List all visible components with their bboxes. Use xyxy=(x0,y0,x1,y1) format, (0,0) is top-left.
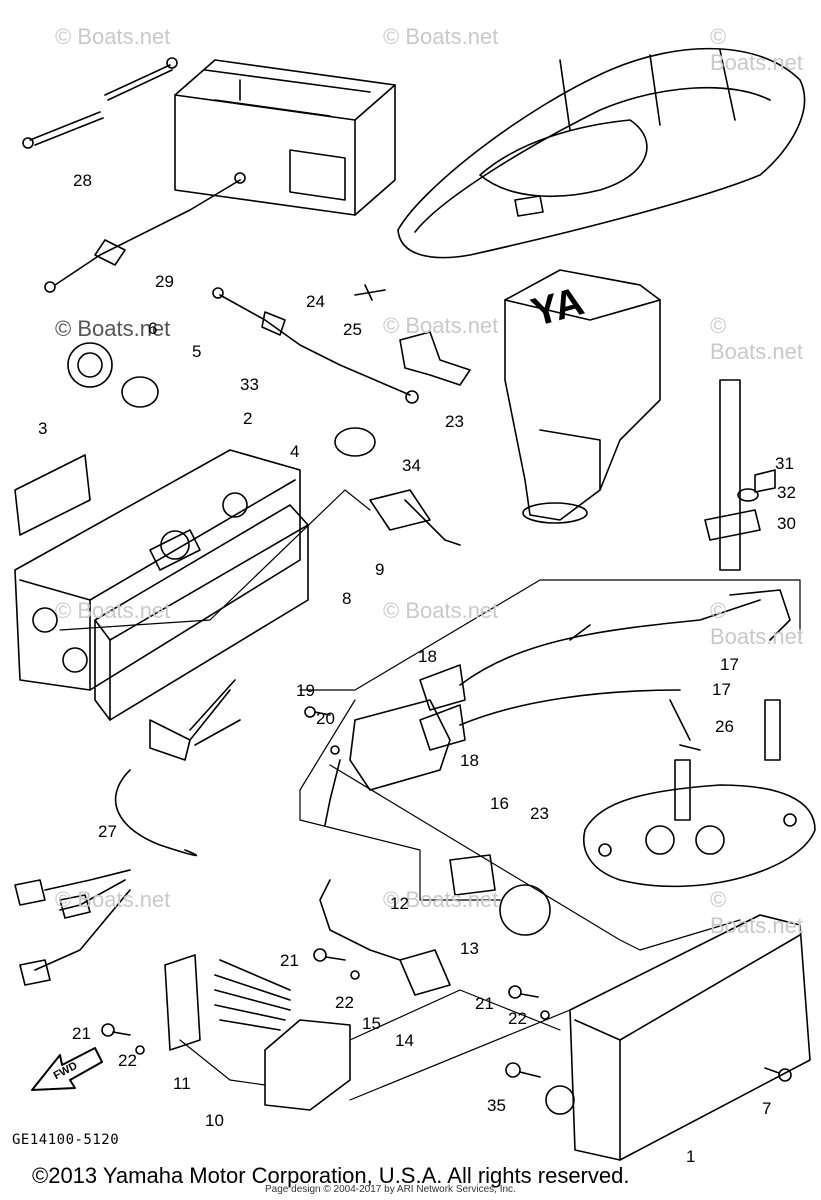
callout-32: 32 xyxy=(777,483,796,502)
callout-11: 11 xyxy=(173,1074,191,1093)
callout-14: 14 xyxy=(395,1031,414,1050)
watermark: © Boats.net xyxy=(710,24,803,75)
watermark: © Boats.net xyxy=(55,598,171,623)
callout-8: 8 xyxy=(342,589,352,608)
callout-23: 23 xyxy=(530,804,549,823)
callout-17: 17 xyxy=(720,655,739,674)
watercraft-hull xyxy=(397,47,806,259)
ground-lead xyxy=(212,287,419,404)
ignition-coil xyxy=(324,664,466,826)
callout-24: 24 xyxy=(306,292,325,311)
svg-text:YA: YA xyxy=(527,279,589,335)
battery-cables xyxy=(22,57,246,293)
callout-30: 30 xyxy=(777,514,796,533)
callout-3: 3 xyxy=(38,419,48,438)
callout-6: 6 xyxy=(148,319,158,338)
callout-16: 16 xyxy=(490,794,509,813)
callout-10: 10 xyxy=(205,1111,224,1130)
callout-22: 22 xyxy=(508,1009,527,1028)
battery xyxy=(174,59,396,216)
callout-33: 33 xyxy=(240,375,259,394)
copyright-notice: ©2013 Yamaha Motor Corporation, U.S.A. A… xyxy=(32,1163,630,1188)
callout-18: 18 xyxy=(418,647,437,666)
callout-2: 2 xyxy=(243,409,253,428)
callout-23: 23 xyxy=(445,412,464,431)
diagram-code: GE14100-5120 xyxy=(12,1132,120,1148)
callout-26: 26 xyxy=(715,717,734,736)
watermark: © Boats.net xyxy=(710,598,803,649)
callout-21: 21 xyxy=(280,951,299,970)
callout-25: 25 xyxy=(343,320,362,339)
callout-21: 21 xyxy=(72,1024,91,1043)
bracket xyxy=(399,331,471,386)
watermark: © Boats.net xyxy=(383,313,499,338)
electrical-box-cover xyxy=(14,449,301,691)
watermark: © Boats.net xyxy=(710,313,803,364)
callout-27: 27 xyxy=(98,822,117,841)
watermark: © Boats.net xyxy=(710,887,803,938)
callout-5: 5 xyxy=(192,342,202,361)
watermark: © Boats.net xyxy=(55,24,171,49)
wire-harness xyxy=(14,679,241,986)
hose-clip xyxy=(334,427,376,457)
callout-9: 9 xyxy=(375,560,385,579)
callout-13: 13 xyxy=(460,939,479,958)
callout-15: 15 xyxy=(362,1014,381,1033)
callout-34: 34 xyxy=(402,456,421,475)
caution-label xyxy=(14,454,91,536)
watermark: © Boats.net xyxy=(383,598,499,623)
cap xyxy=(67,342,113,388)
bolt xyxy=(354,284,386,301)
watermark: © Boats.net xyxy=(383,887,499,912)
callout-35: 35 xyxy=(487,1096,506,1115)
electrical-box xyxy=(545,914,811,1161)
callout-21: 21 xyxy=(475,994,494,1013)
callout-1: 1 xyxy=(686,1147,696,1166)
callout-7: 7 xyxy=(762,1099,772,1118)
watermark: © Boats.net xyxy=(55,316,171,341)
page-design-credit: Page design © 2004-2017 by ARI Network S… xyxy=(265,1184,516,1195)
o-ring xyxy=(121,376,159,408)
cylinder-head xyxy=(583,784,816,888)
callout-4: 4 xyxy=(290,442,300,461)
callout-28: 28 xyxy=(73,171,92,190)
temperature-sensor xyxy=(704,379,761,571)
screws xyxy=(101,706,792,1082)
callout-22: 22 xyxy=(118,1051,137,1070)
callout-19: 19 xyxy=(296,681,315,700)
callout-12: 12 xyxy=(390,894,409,913)
callout-18: 18 xyxy=(460,751,479,770)
electrical-box-housing: YA xyxy=(504,269,661,524)
watermark: © Boats.net xyxy=(55,887,171,912)
fwd-arrow xyxy=(31,1047,103,1091)
rectifier-regulator xyxy=(449,854,496,896)
callout-20: 20 xyxy=(316,709,335,728)
callout-29: 29 xyxy=(155,272,174,291)
high-tension-cords xyxy=(459,589,791,751)
cdi-unit xyxy=(164,954,351,1111)
callout-31: 31 xyxy=(775,454,794,473)
spark-plugs xyxy=(674,699,781,821)
fuse-holder xyxy=(369,489,461,546)
callout-17: 17 xyxy=(712,680,731,699)
callout-22: 22 xyxy=(335,993,354,1012)
watermark: © Boats.net xyxy=(383,24,499,49)
